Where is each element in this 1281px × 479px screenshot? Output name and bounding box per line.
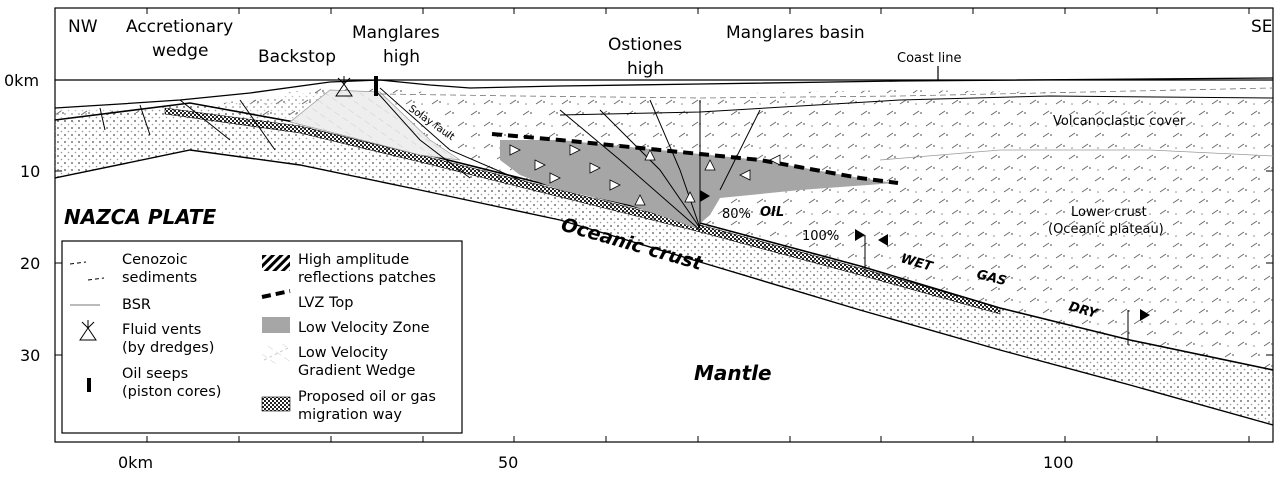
legend-lvg-2: Gradient Wedge (298, 363, 416, 379)
window-arrow-2 (878, 234, 888, 246)
fluid-vent-marker (335, 76, 353, 97)
inner-line (879, 149, 1273, 161)
oceanic-crust-region (55, 103, 1273, 425)
y-tick-10: 10 (20, 162, 40, 181)
gas-label: GAS (975, 267, 1008, 289)
legend-high-amp-1: High amplitude (298, 252, 409, 268)
cenozoic-line (379, 87, 1273, 99)
manglares-high-label-2: high (383, 47, 420, 67)
legend-bsr: BSR (122, 297, 151, 313)
backstop-label: Backstop (258, 47, 336, 67)
ostiones-label-2: high (627, 59, 664, 79)
legend-lvg-1: Low Velocity (298, 345, 388, 361)
lvz-arrows (509, 144, 781, 206)
x-tick-0: 0km (118, 453, 153, 472)
lower-crust-label-1: Lower crust (1071, 205, 1147, 220)
manglares-basin-label: Manglares basin (726, 23, 865, 43)
window-arrow-1 (855, 229, 865, 241)
legend-high-amp-2: reflections patches (298, 270, 436, 286)
legend-proposed-2: migration way (298, 407, 402, 423)
y-tick-0: 0km (4, 71, 39, 90)
y-tick-30: 30 (20, 346, 40, 365)
mantle-label: Mantle (694, 361, 772, 385)
faults (99, 87, 761, 231)
plate-top-line (55, 102, 1273, 371)
legend-lvz: Low Velocity Zone (298, 320, 430, 336)
coast-line-label: Coast line (897, 51, 961, 66)
y-tick-20: 20 (20, 254, 40, 273)
nw-label: NW (68, 17, 98, 37)
volcano-line (559, 95, 1273, 116)
legend-fluid-2: (by dredges) (122, 340, 214, 356)
legend-lvz-top: LVZ Top (298, 295, 353, 311)
accretionary-label-1: Accretionary (126, 17, 233, 37)
legend: Cenozoic sediments BSR Fluid vents (by d… (61, 240, 463, 434)
x-tick-100: 100 (1043, 453, 1074, 472)
lvz-dark-arrow (700, 190, 710, 202)
oil-label: OIL (760, 205, 784, 220)
pct-80-label: 80% (722, 207, 751, 222)
legend-oil-seeps-1: Oil seeps (122, 366, 188, 382)
pct-100-label: 100% (802, 229, 839, 244)
legend-oil-seeps-2: (piston cores) (122, 384, 221, 400)
ostiones-label-1: Ostiones (608, 35, 682, 55)
legend-cenozoic-1: Cenozoic (122, 252, 188, 268)
legend-fluid-1: Fluid vents (122, 322, 201, 338)
oil-seep-marker (374, 76, 378, 96)
lower-crust-label-2: (Oceanic plateau) (1048, 222, 1164, 237)
window-arrow-3 (1140, 309, 1150, 321)
volcanoclastic-label: Volcanoclastic cover (1053, 114, 1186, 129)
legend-cenozoic-2: sediments (122, 270, 197, 286)
manglares-high-label-1: Manglares (352, 23, 440, 43)
moho-line (55, 149, 1273, 426)
legend-proposed-1: Proposed oil or gas (298, 389, 436, 405)
seafloor-line (55, 77, 1273, 109)
low-velocity-zone (500, 140, 895, 228)
accretionary-label-2: wedge (152, 41, 208, 61)
nazca-plate-label: NAZCA PLATE (64, 205, 216, 229)
x-tick-50: 50 (498, 453, 518, 472)
migration-way-strip (164, 107, 1001, 315)
se-label: SE (1251, 17, 1273, 37)
